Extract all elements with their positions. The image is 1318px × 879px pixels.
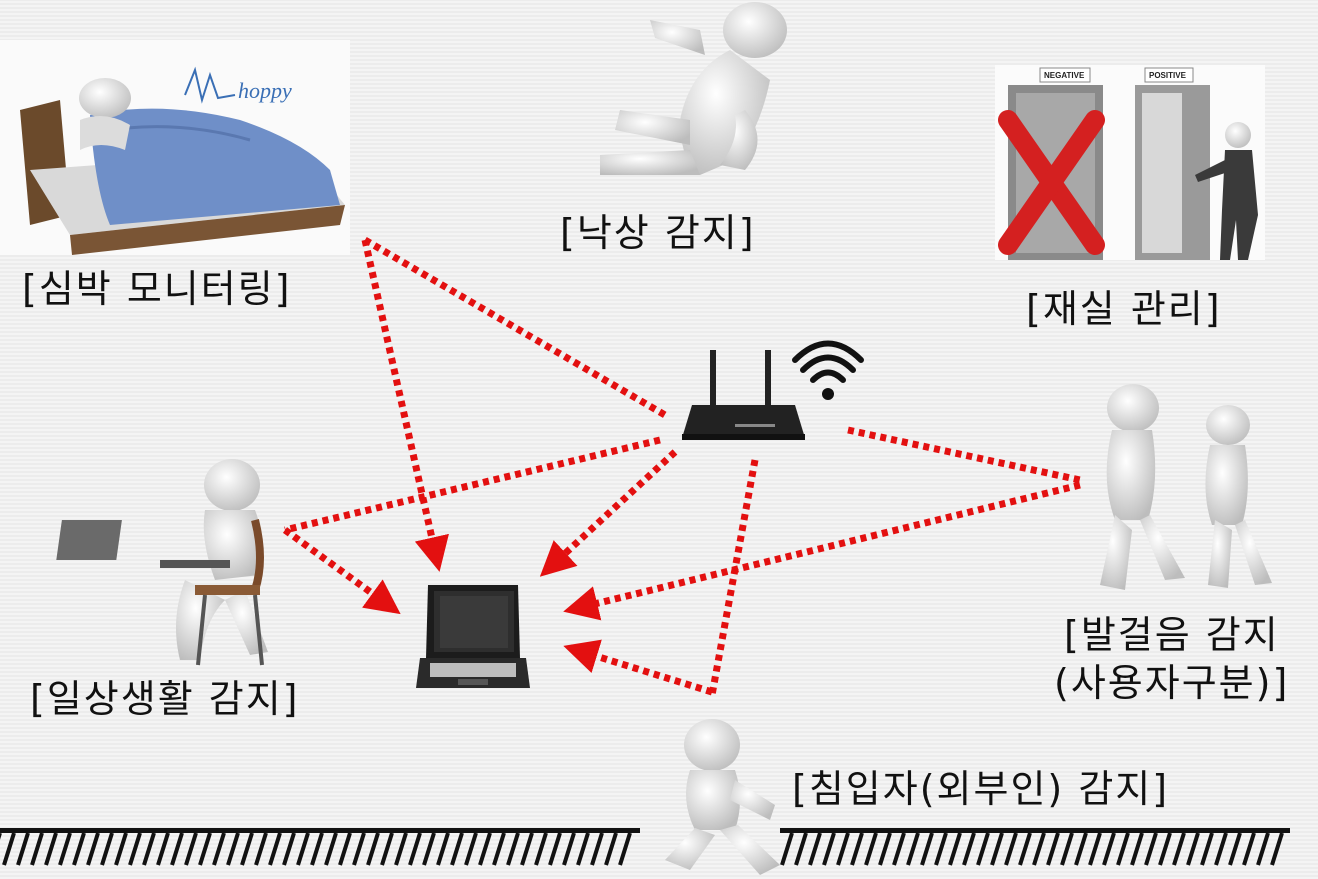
desk-person-icon [56,459,268,666]
link-intruder-laptop [563,639,714,696]
heartbeat-trace [184,66,236,104]
link-router-heart [363,236,667,419]
walking-people-icon [1100,384,1272,590]
link-footstep-laptop [563,481,1081,621]
link-daily-laptop [282,527,401,615]
label-footstep-line1: [발걸음 감지 [1064,613,1280,657]
router-icon [682,350,805,440]
label-presence-management: [재실 관리] [1026,287,1222,331]
ground-line [0,828,1290,866]
jumping-person-icon [665,719,780,875]
negative-tag: NEGATIVE [1044,71,1085,80]
label-intruder-detection: [침입자(외부인) 감지] [792,767,1170,811]
connections [282,236,1081,696]
label-heart-monitoring: [심박 모니터링] [22,267,292,311]
label-fall-detection: [낙상 감지] [560,211,756,255]
bed-icon: hoppy [0,40,350,255]
falling-person-icon [600,2,787,175]
link-heart-laptop [361,239,449,572]
label-daily-activity: [일상생활 감지] [30,677,300,721]
link-router-intruder [708,459,759,696]
link-router-daily [284,436,661,534]
link-router-laptop [539,449,678,577]
wifi-icon [792,340,864,400]
doors-icon: NEGATIVE POSITIVE [995,65,1265,260]
laptop-icon [416,585,530,688]
heartbeat-text: hoppy [238,78,292,103]
label-footstep-line2: (사용자구분)] [1054,661,1290,705]
positive-tag: POSITIVE [1149,71,1187,80]
link-router-footstep [847,426,1081,484]
